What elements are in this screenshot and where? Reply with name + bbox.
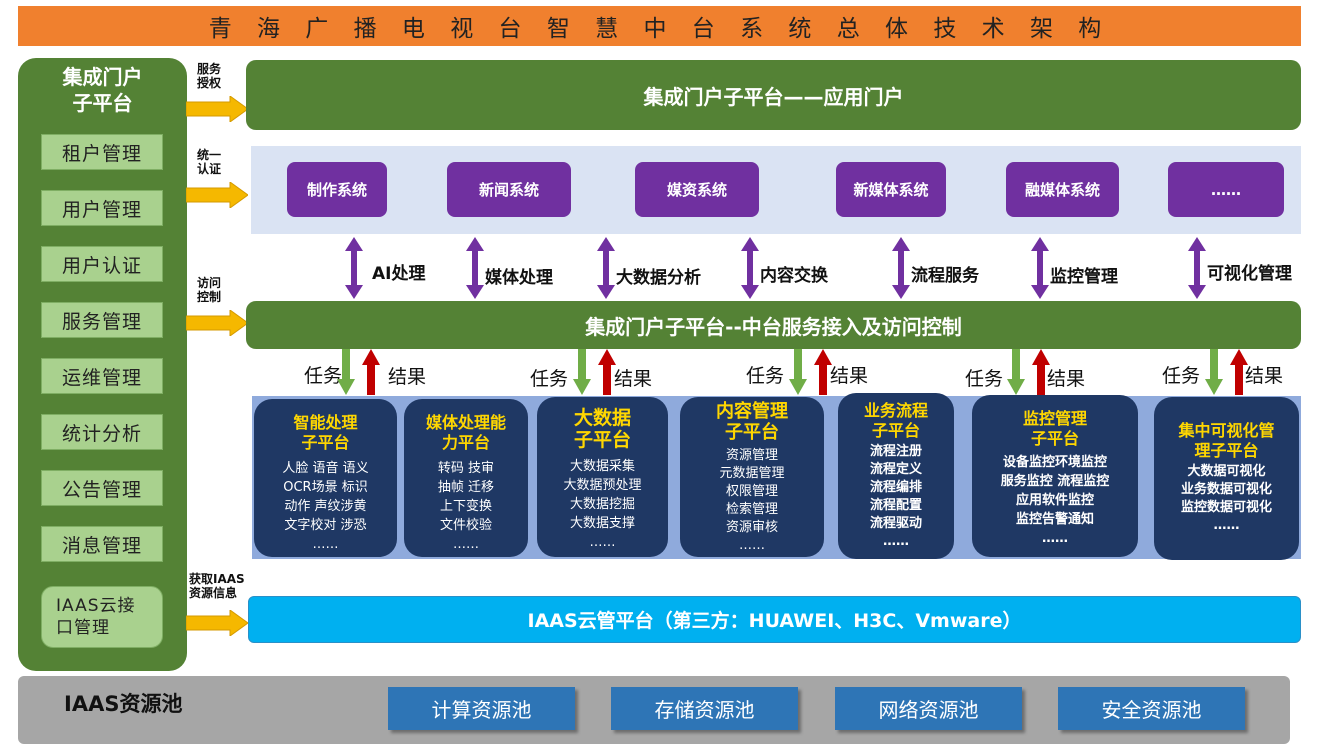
- system-production[interactable]: 制作系统: [287, 162, 387, 217]
- left-panel-title-line2: 子平台: [72, 91, 133, 115]
- task-down-arrow-icon: [1007, 349, 1025, 395]
- arrow-label-unified-auth: 统一认证: [197, 148, 222, 176]
- orange-arrow-icon: [186, 182, 248, 208]
- task-label: 任务: [304, 365, 343, 387]
- left-item-tenant[interactable]: 租户管理: [41, 134, 163, 170]
- result-label: 结果: [1245, 365, 1284, 387]
- system-new-media[interactable]: 新媒体系统: [836, 162, 946, 217]
- left-item-service[interactable]: 服务管理: [41, 302, 163, 338]
- subplatform-bigdata[interactable]: 大数据子平台 大数据采集大数据预处理 大数据挖掘大数据支撑 ……: [537, 397, 668, 557]
- task-label: 任务: [530, 368, 569, 390]
- left-item-notice[interactable]: 公告管理: [41, 470, 163, 506]
- left-item-iaas-interface[interactable]: IAAS云接 口管理: [41, 586, 163, 648]
- orange-arrow-icon: [186, 96, 248, 122]
- left-item-stats[interactable]: 统计分析: [41, 414, 163, 450]
- left-item-auth[interactable]: 用户认证: [41, 246, 163, 282]
- orange-arrow-icon: [186, 610, 248, 636]
- pool-network[interactable]: 网络资源池: [835, 687, 1022, 730]
- subplatform-content[interactable]: 内容管理子平台 资源管理元数据管理 权限管理检索管理 资源审核……: [680, 397, 824, 557]
- task-down-arrow-icon: [573, 349, 591, 395]
- result-up-arrow-icon: [1230, 349, 1248, 395]
- connector-ai: AI处理: [372, 264, 426, 284]
- subplatform-media[interactable]: 媒体处理能力平台 转码 技审抽帧 迁移 上下变换文件校验 ……: [404, 399, 528, 557]
- app-portal-bar[interactable]: 集成门户子平台——应用门户: [246, 60, 1301, 130]
- pool-compute[interactable]: 计算资源池: [388, 687, 575, 730]
- task-label: 任务: [965, 368, 1004, 390]
- access-control-bar[interactable]: 集成门户子平台--中台服务接入及访问控制: [246, 301, 1301, 349]
- result-up-arrow-icon: [1032, 349, 1050, 395]
- left-item-iaas-line2: 口管理: [56, 618, 110, 638]
- left-panel-title: 集成门户 子平台: [18, 64, 187, 116]
- subplatform-visualization[interactable]: 集中可视化管理子平台 大数据可视化业务数据可视化 监控数据可视化……: [1154, 397, 1299, 560]
- connector-content-exchange: 内容交换: [760, 266, 828, 286]
- resource-pool-title: IAAS资源池: [64, 692, 183, 716]
- page-title: 青 海 广 播 电 视 台 智 慧 中 台 系 统 总 体 技 术 架 构: [18, 6, 1301, 46]
- systems-band: [251, 146, 1301, 234]
- orange-arrow-icon: [186, 310, 248, 336]
- left-item-message[interactable]: 消息管理: [41, 526, 163, 562]
- connector-media: 媒体处理: [485, 268, 553, 288]
- subplatform-monitoring[interactable]: 监控管理子平台 设备监控环境监控服务监控 流程监控 应用软件监控监控告警通知 ……: [972, 395, 1138, 557]
- pool-security[interactable]: 安全资源池: [1058, 687, 1245, 730]
- pool-storage[interactable]: 存储资源池: [611, 687, 798, 730]
- left-item-ops[interactable]: 运维管理: [41, 358, 163, 394]
- task-down-arrow-icon: [1205, 349, 1223, 395]
- system-news[interactable]: 新闻系统: [447, 162, 571, 217]
- result-up-arrow-icon: [814, 349, 832, 395]
- system-more[interactable]: ……: [1168, 162, 1284, 217]
- system-converged-media[interactable]: 融媒体系统: [1006, 162, 1119, 217]
- double-arrow-icon: [1031, 237, 1049, 299]
- connector-visualization: 可视化管理: [1207, 264, 1292, 284]
- left-item-user[interactable]: 用户管理: [41, 190, 163, 226]
- task-down-arrow-icon: [337, 349, 355, 395]
- result-up-arrow-icon: [598, 349, 616, 395]
- arrow-label-service-auth: 服务授权: [197, 62, 222, 90]
- result-up-arrow-icon: [362, 349, 380, 395]
- left-item-iaas-line1: IAAS云接: [56, 596, 136, 616]
- double-arrow-icon: [597, 237, 615, 299]
- system-media-assets[interactable]: 媒资系统: [635, 162, 759, 217]
- result-label: 结果: [614, 368, 653, 390]
- connector-workflow: 流程服务: [911, 266, 979, 286]
- double-arrow-icon: [1188, 237, 1206, 299]
- iaas-platform-bar[interactable]: IAAS云管平台（第三方：HUAWEI、H3C、Vmware）: [248, 596, 1301, 643]
- result-label: 结果: [1047, 368, 1086, 390]
- double-arrow-icon: [466, 237, 484, 299]
- subplatform-workflow[interactable]: 业务流程子平台 流程注册流程定义 流程编排流程配置 流程驱动……: [838, 393, 954, 559]
- connector-bigdata: 大数据分析: [616, 268, 701, 288]
- double-arrow-icon: [345, 237, 363, 299]
- double-arrow-icon: [741, 237, 759, 299]
- task-down-arrow-icon: [789, 349, 807, 395]
- left-panel-title-line1: 集成门户: [62, 65, 143, 89]
- connector-monitoring: 监控管理: [1050, 267, 1118, 287]
- double-arrow-icon: [892, 237, 910, 299]
- task-label: 任务: [746, 365, 785, 387]
- result-label: 结果: [830, 365, 869, 387]
- result-label: 结果: [388, 366, 427, 388]
- task-label: 任务: [1162, 365, 1201, 387]
- arrow-label-access-control: 访问控制: [197, 276, 222, 304]
